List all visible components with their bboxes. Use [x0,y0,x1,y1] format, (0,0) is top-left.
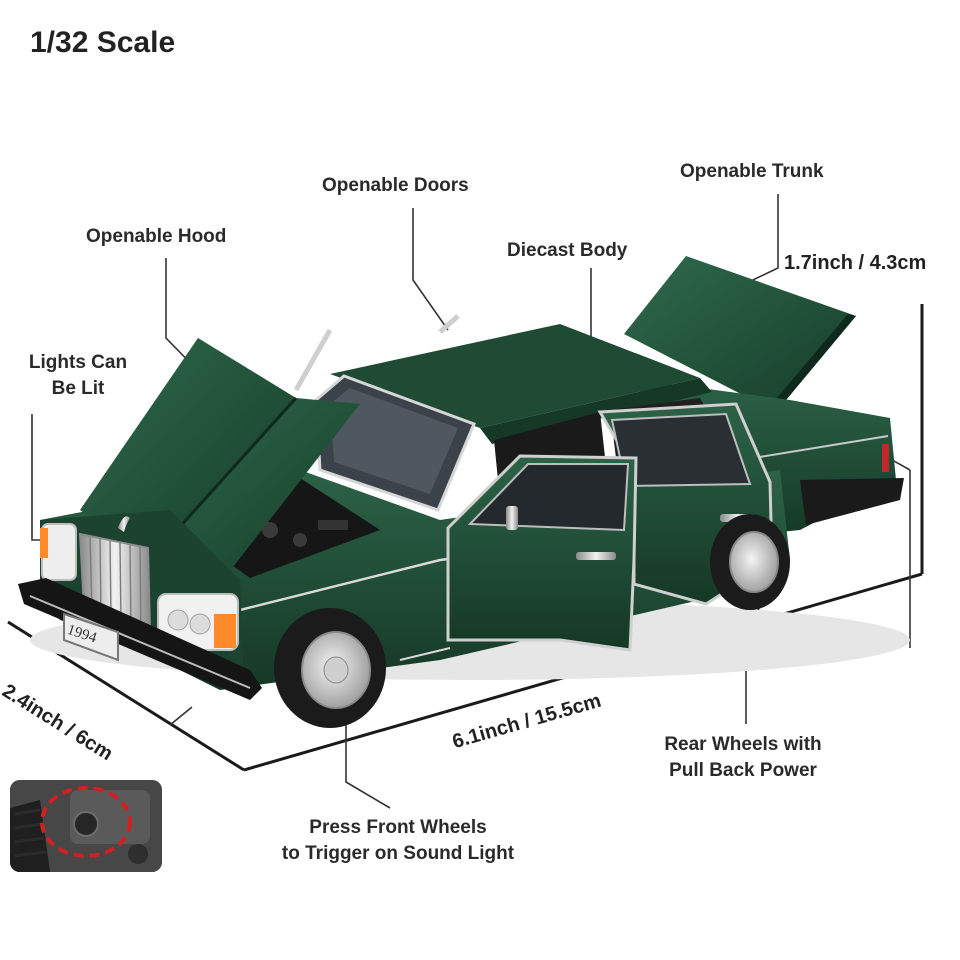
label-lights-line1: Lights Can [28,352,128,373]
label-rear-wheels-line2: Pull Back Power [669,760,817,782]
license-plate [63,612,119,662]
open-hood-left [80,338,296,560]
label-front-wheels: Press Front Wheels to Trigger on Sound L… [262,815,534,867]
sound-button [73,811,99,837]
label-rear-wheels-line1: Rear Wheels with [664,734,822,755]
label-rear-wheels: Rear Wheels with Pull Back Power [650,732,836,784]
hood-prop [293,328,333,392]
rear-wheel [710,514,790,610]
front-bumper [18,578,262,700]
label-diecast-body: Diecast Body [507,240,628,261]
door-handle-bar [438,314,460,334]
open-hood-right [150,398,360,576]
dimension-height: 1.7inch / 4.3cm [784,252,927,274]
label-openable-hood: Openable Hood [86,226,227,247]
label-front-wheels-line2: to Trigger on Sound Light [281,843,515,865]
wheel-button-inset [10,780,162,872]
car-roof [330,324,700,428]
label-openable-trunk: Openable Trunk [680,161,824,182]
callout-lines [31,194,911,809]
label-lights-line2: Be Lit [51,378,105,400]
scale-title: 1/32 Scale [30,26,176,59]
label-openable-doors: Openable Doors [322,175,469,196]
label-lights: Lights Can Be Lit [16,350,140,402]
rear-light [882,444,889,472]
hood-ornament [118,516,130,532]
highlight-circle [40,786,132,858]
side-mirror [506,506,518,530]
front-wheel [274,608,386,728]
rear-bumper [800,478,904,525]
right-indicator [214,614,236,648]
label-front-wheels-line1: Press Front Wheels [309,817,487,838]
